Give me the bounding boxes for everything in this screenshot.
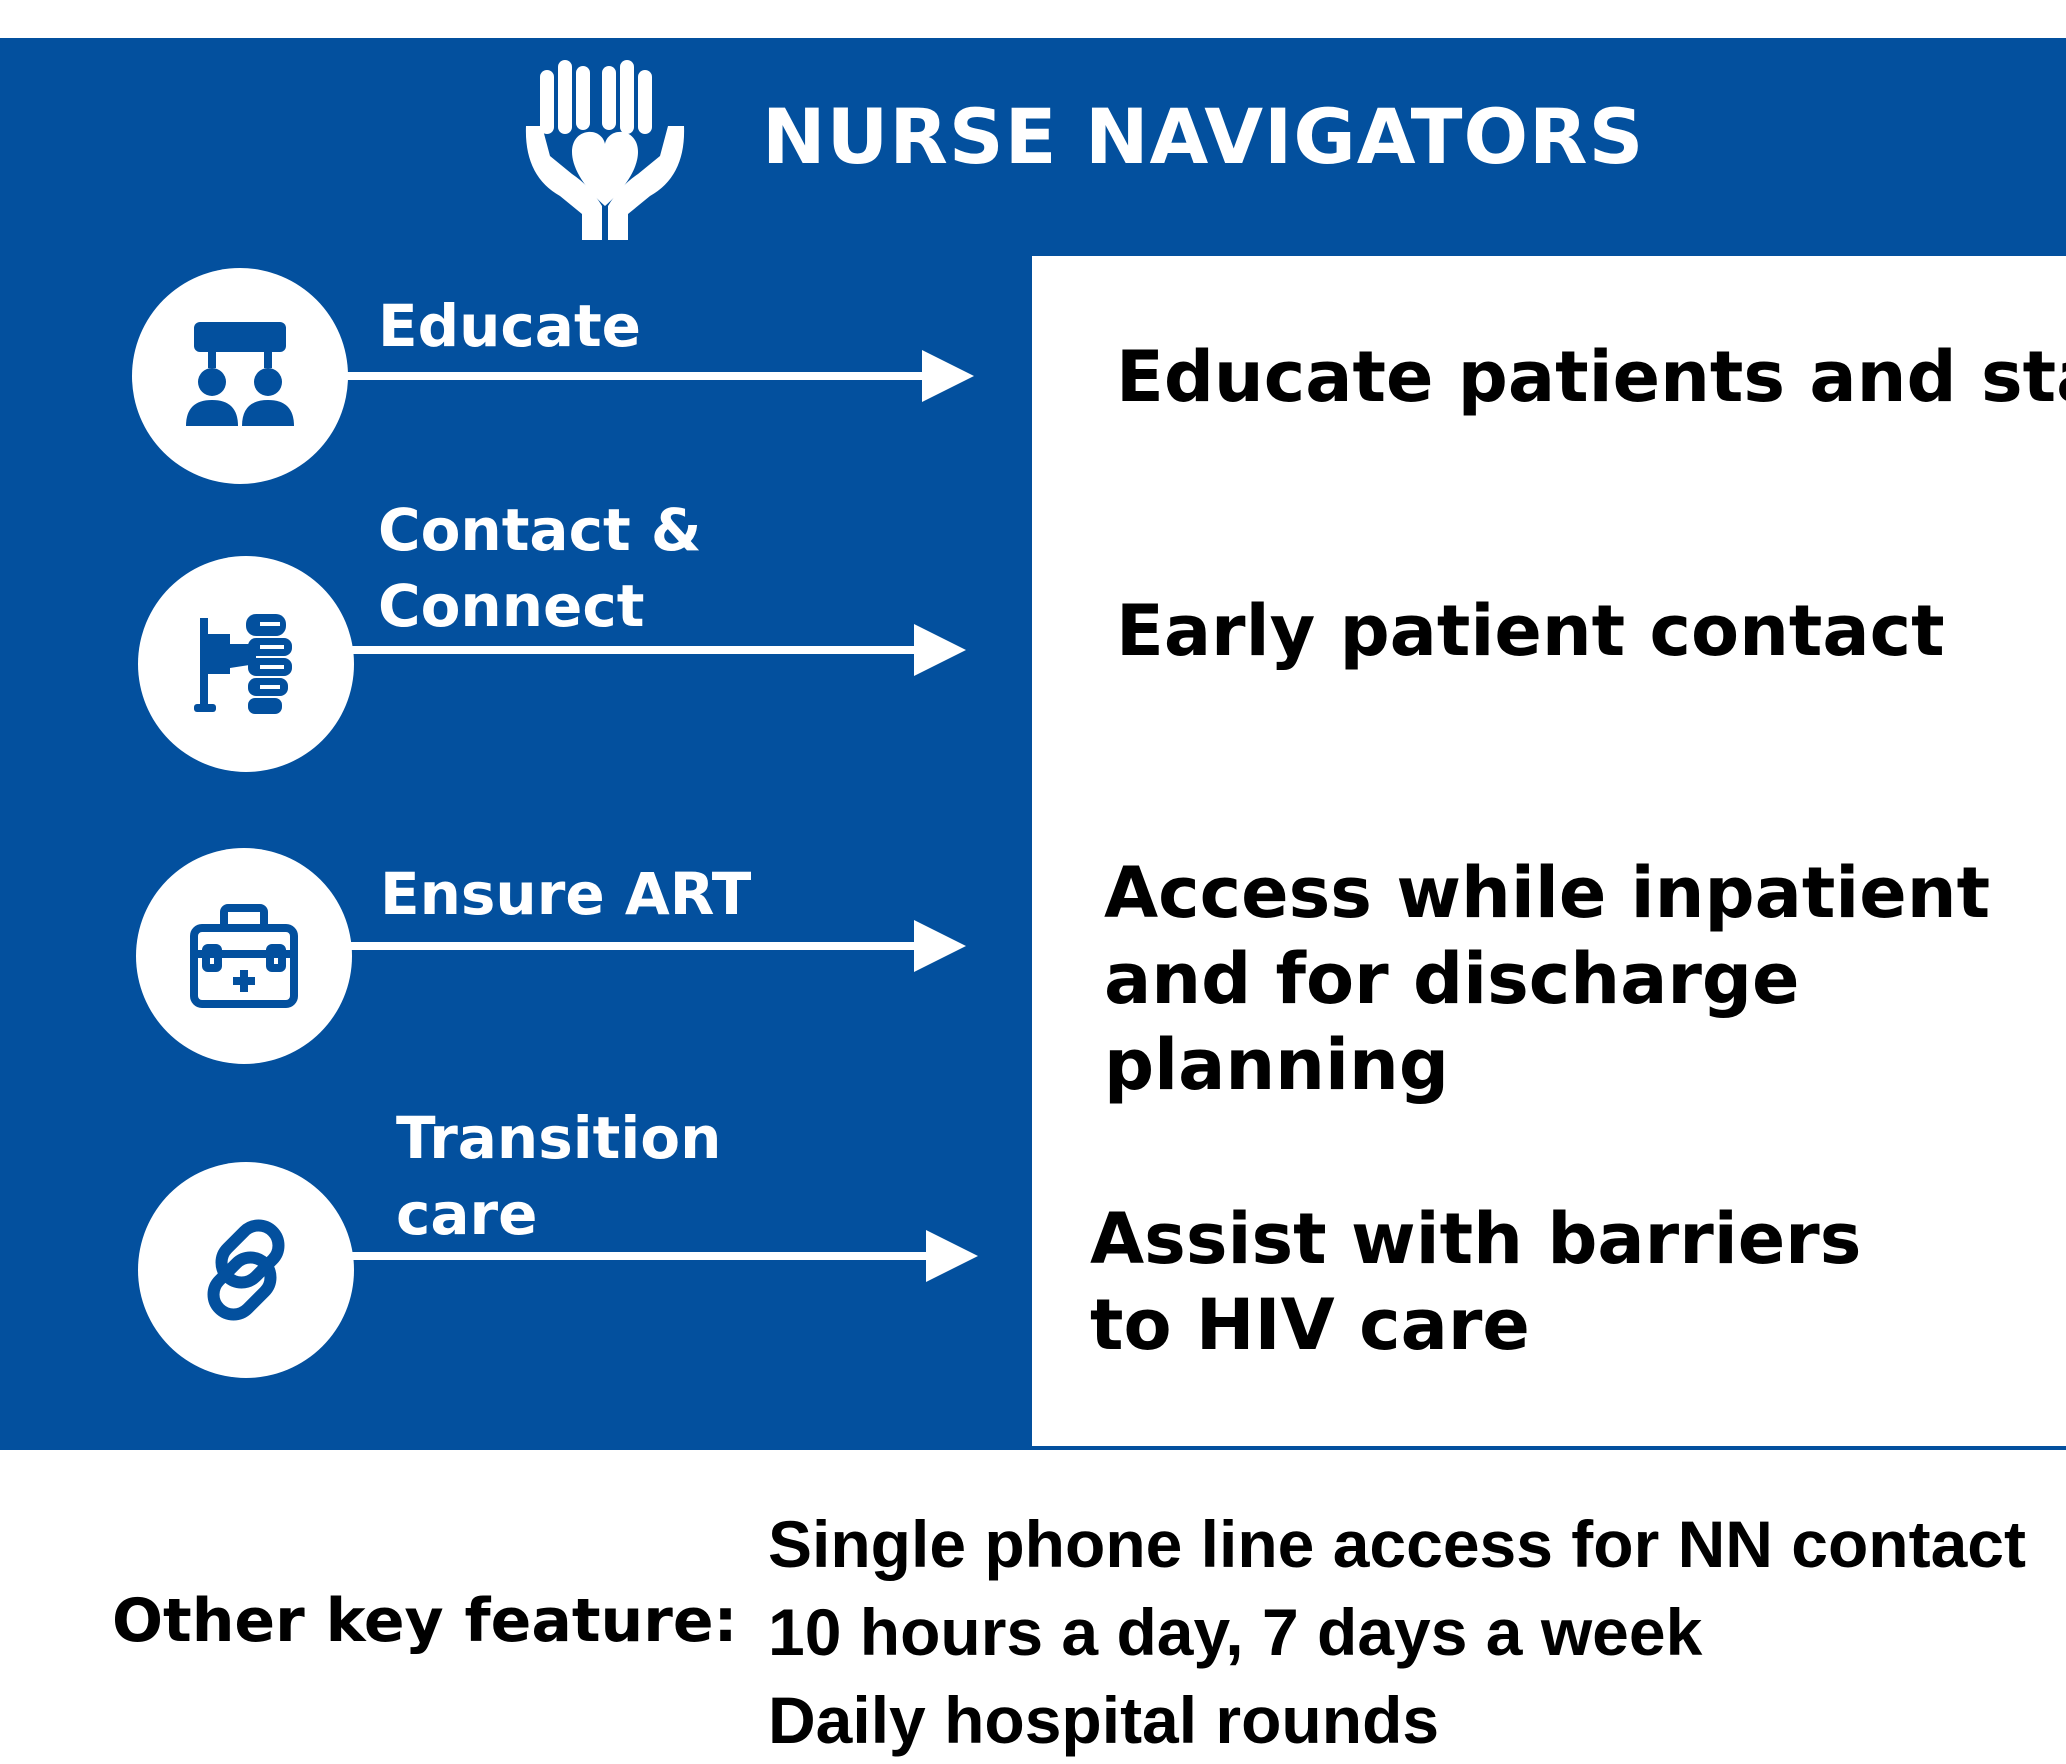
role-label-educate: Educate [378, 292, 642, 360]
role-label-ensure-art: Ensure ART [380, 860, 752, 928]
medical-kit-icon [190, 904, 298, 1008]
arrow-contact-connect [352, 624, 966, 676]
chain-link-icon [207, 1219, 285, 1321]
role-label-contact-connect: Contact & Connect [378, 496, 702, 640]
contact-connect-circle [138, 556, 354, 772]
role-description-educate: Educate patients and staff [1116, 336, 2066, 418]
arrow-educate [346, 350, 974, 402]
transition-care-circle [138, 1162, 354, 1378]
role-description-contact-connect: Early patient contact [1116, 590, 1945, 672]
arrow-ensure-art [350, 920, 966, 972]
educate-circle [132, 268, 348, 484]
footer-feature-item: 10 hours a day, 7 days a week [768, 1595, 1703, 1669]
arrow-transition-care [352, 1230, 978, 1282]
footer-feature-item: Daily hospital rounds [768, 1683, 1440, 1757]
hand-holding-door-icon [194, 614, 292, 714]
description-box [1032, 256, 2066, 1446]
role-description-ensure-art: Access while inpatient and for discharge… [1104, 852, 1991, 1106]
people-discussion-icon [186, 322, 294, 426]
footer-feature-item: Single phone line access for NN contact [768, 1507, 2026, 1581]
page-title: NURSE NAVIGATORS [762, 92, 1645, 181]
role-description-transition-care: Assist with barriers to HIV care [1090, 1198, 1862, 1366]
role-label-transition-care: Transition care [396, 1104, 722, 1248]
footer-label: Other key feature: [112, 1586, 738, 1656]
ensure-art-circle [136, 848, 352, 1064]
footer-feature-list: Single phone line access for NN contact … [768, 1500, 2026, 1764]
hands-heart-icon [525, 60, 685, 240]
